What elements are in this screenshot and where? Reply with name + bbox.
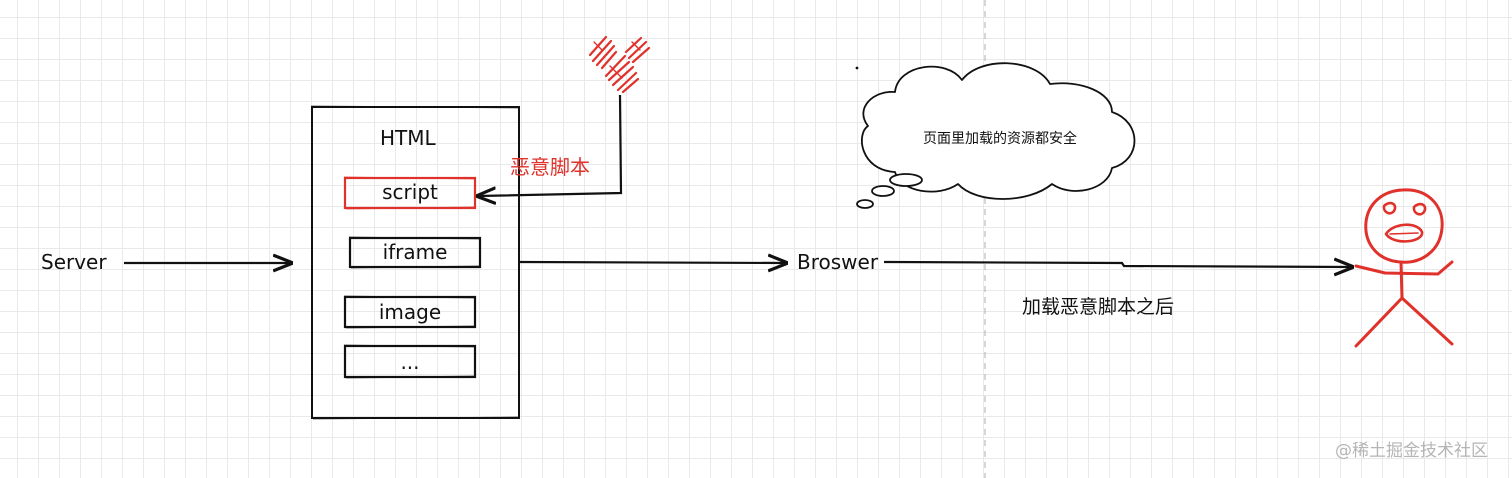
html-container-box — [310, 105, 521, 420]
injected-script-label: 恶意脚本 — [510, 155, 590, 179]
thought-text: 页面里加载的资源都安全 — [923, 131, 1077, 147]
ellipsis-box — [343, 344, 477, 379]
watermark: @稀土掘金技术社区 — [1335, 441, 1488, 461]
thought-cloud — [856, 62, 1136, 209]
iframe-box — [348, 236, 482, 269]
image-box — [343, 295, 477, 329]
ellipsis-label: ... — [400, 350, 420, 374]
script-label: script — [382, 180, 438, 204]
script-box — [343, 176, 477, 210]
image-label: image — [378, 300, 442, 324]
angry-user-icon — [1354, 188, 1454, 348]
server-label: Server — [41, 250, 107, 274]
html-to-browser-arrow — [519, 262, 786, 263]
html-title: HTML — [380, 126, 436, 150]
malicious-source-marker — [588, 35, 651, 94]
injection-arrow — [478, 94, 623, 196]
iframe-label: iframe — [382, 240, 448, 264]
pencil-dot — [855, 66, 859, 70]
after-load-label: 加载恶意脚本之后 — [1022, 296, 1175, 318]
browser-label: Broswer — [797, 250, 879, 274]
browser-to-user-arrow — [883, 262, 1352, 267]
